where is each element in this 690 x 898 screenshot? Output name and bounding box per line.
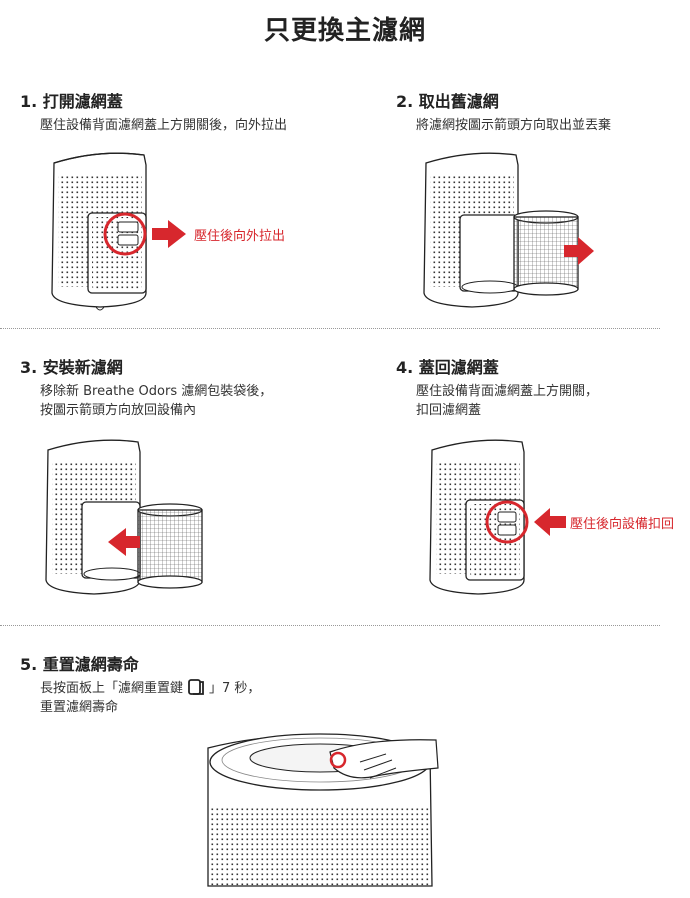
section-divider <box>0 625 660 626</box>
step-4-desc-line-1: 壓住設備背面濾網蓋上方開關， <box>416 384 599 399</box>
step-4-callout: 壓住後向設備扣回 <box>570 517 675 532</box>
step-1-desc-line-1: 壓住設備背面濾網蓋上方開關後，向外拉出 <box>40 118 288 133</box>
step-5-desc: 長按面板上「濾網重置鍵 」7 秒， 重置濾網壽命 <box>40 678 260 717</box>
step-3-title: 3. 安裝新濾網 <box>20 358 123 377</box>
step-5-desc-line-2: 重置濾網壽命 <box>40 700 119 715</box>
step-4-desc: 壓住設備背面濾網蓋上方開關， 扣回濾網蓋 <box>416 382 598 420</box>
step-2-desc: 將濾網按圖示箭頭方向取出並丟棄 <box>416 116 611 135</box>
step-5-desc-before: 長按面板上「濾網重置鍵 <box>40 681 184 696</box>
step-4-illustration <box>429 439 525 595</box>
step-5-desc-line-1: 長按面板上「濾網重置鍵 」7 秒， <box>40 678 260 698</box>
step-3-illustration <box>45 439 203 595</box>
step-1-desc: 壓住設備背面濾網蓋上方開關後，向外拉出 <box>40 116 287 135</box>
step-2-desc-line-1: 將濾網按圖示箭頭方向取出並丟棄 <box>416 118 612 133</box>
section-divider <box>0 328 660 329</box>
step-1-highlight-circle <box>103 212 186 256</box>
step-5-desc-after: 」7 秒， <box>209 681 261 696</box>
step-5-title: 5. 重置濾網壽命 <box>20 655 139 674</box>
step-4-highlight-circle <box>485 500 566 544</box>
step-1-title: 1. 打開濾網蓋 <box>20 92 123 111</box>
step-2-title: 2. 取出舊濾網 <box>396 92 499 111</box>
step-3-desc-line-2: 按圖示箭頭方向放回設備內 <box>40 403 197 418</box>
filter-reset-key-icon <box>188 679 204 695</box>
step-5-illustration <box>207 733 439 887</box>
step-3-desc-line-1: 移除新 Breathe Odors 濾網包裝袋後， <box>40 384 273 399</box>
step-3-desc: 移除新 Breathe Odors 濾網包裝袋後， 按圖示箭頭方向放回設備內 <box>40 382 272 420</box>
step-2-illustration <box>423 152 594 308</box>
step-4-title: 4. 蓋回濾網蓋 <box>396 358 499 377</box>
page-title: 只更換主濾網 <box>263 16 426 46</box>
step-4-desc-line-2: 扣回濾網蓋 <box>416 403 482 418</box>
step-1-callout: 壓住後向外拉出 <box>194 229 286 244</box>
